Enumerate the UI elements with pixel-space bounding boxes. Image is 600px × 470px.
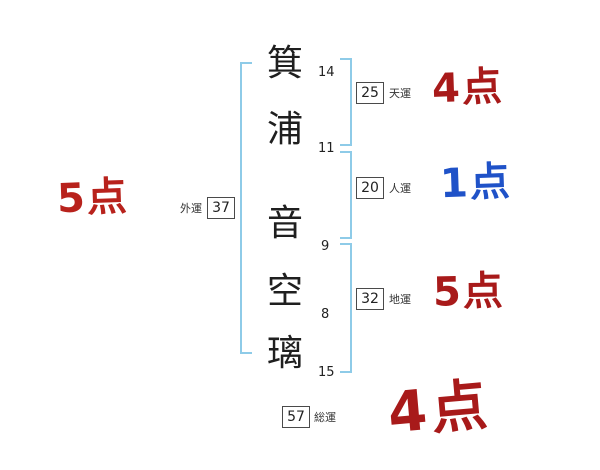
bracket-earth-luck-tick-top (340, 243, 351, 245)
bracket-earth-luck-tick-bottom (340, 371, 351, 373)
name-char-5: 璃 (267, 333, 304, 374)
name-char-3: 音 (267, 203, 304, 244)
heaven-luck-score: 4点 (431, 63, 505, 113)
name-char-4: 空 (267, 271, 304, 312)
person-luck-score: 1点 (439, 158, 513, 208)
earth-luck-score: 5点 (432, 268, 506, 316)
person-luck-value-box: 20 (356, 177, 384, 199)
bracket-person-luck-tick-top (340, 151, 351, 153)
bracket-heaven-luck-tick-top (340, 58, 351, 60)
earth-luck-value-box: 32 (356, 288, 384, 310)
stroke-count-5: 15 (318, 365, 335, 380)
total-luck-value-box: 57 (282, 406, 310, 428)
bracket-heaven-luck (350, 58, 352, 146)
name-char-2: 浦 (267, 109, 304, 150)
bracket-person-luck-tick-bottom (340, 237, 351, 239)
stroke-count-1: 14 (318, 65, 335, 80)
outer-luck-label: 外運 (180, 202, 202, 215)
person-luck-label: 人運 (389, 182, 411, 195)
outer-luck-value-box: 37 (207, 197, 235, 219)
heaven-luck-label: 天運 (389, 87, 411, 100)
outer-luck-score: 5点 (56, 173, 130, 223)
stroke-count-2: 11 (318, 141, 335, 156)
heaven-luck-value-box: 25 (356, 82, 384, 104)
total-luck-score: 4点 (385, 372, 494, 447)
stroke-count-3: 9 (321, 239, 330, 254)
bracket-earth-luck (350, 243, 352, 373)
bracket-heaven-luck-tick-bottom (340, 144, 351, 146)
name-char-1: 箕 (267, 43, 304, 84)
bracket-outer-luck (240, 62, 242, 354)
bracket-outer-luck-tick-bottom (241, 352, 252, 354)
total-luck-label: 総運 (314, 411, 336, 424)
earth-luck-label: 地運 (389, 293, 411, 306)
stroke-count-4: 8 (321, 307, 330, 322)
bracket-outer-luck-tick-top (241, 62, 252, 64)
bracket-person-luck (350, 151, 352, 239)
